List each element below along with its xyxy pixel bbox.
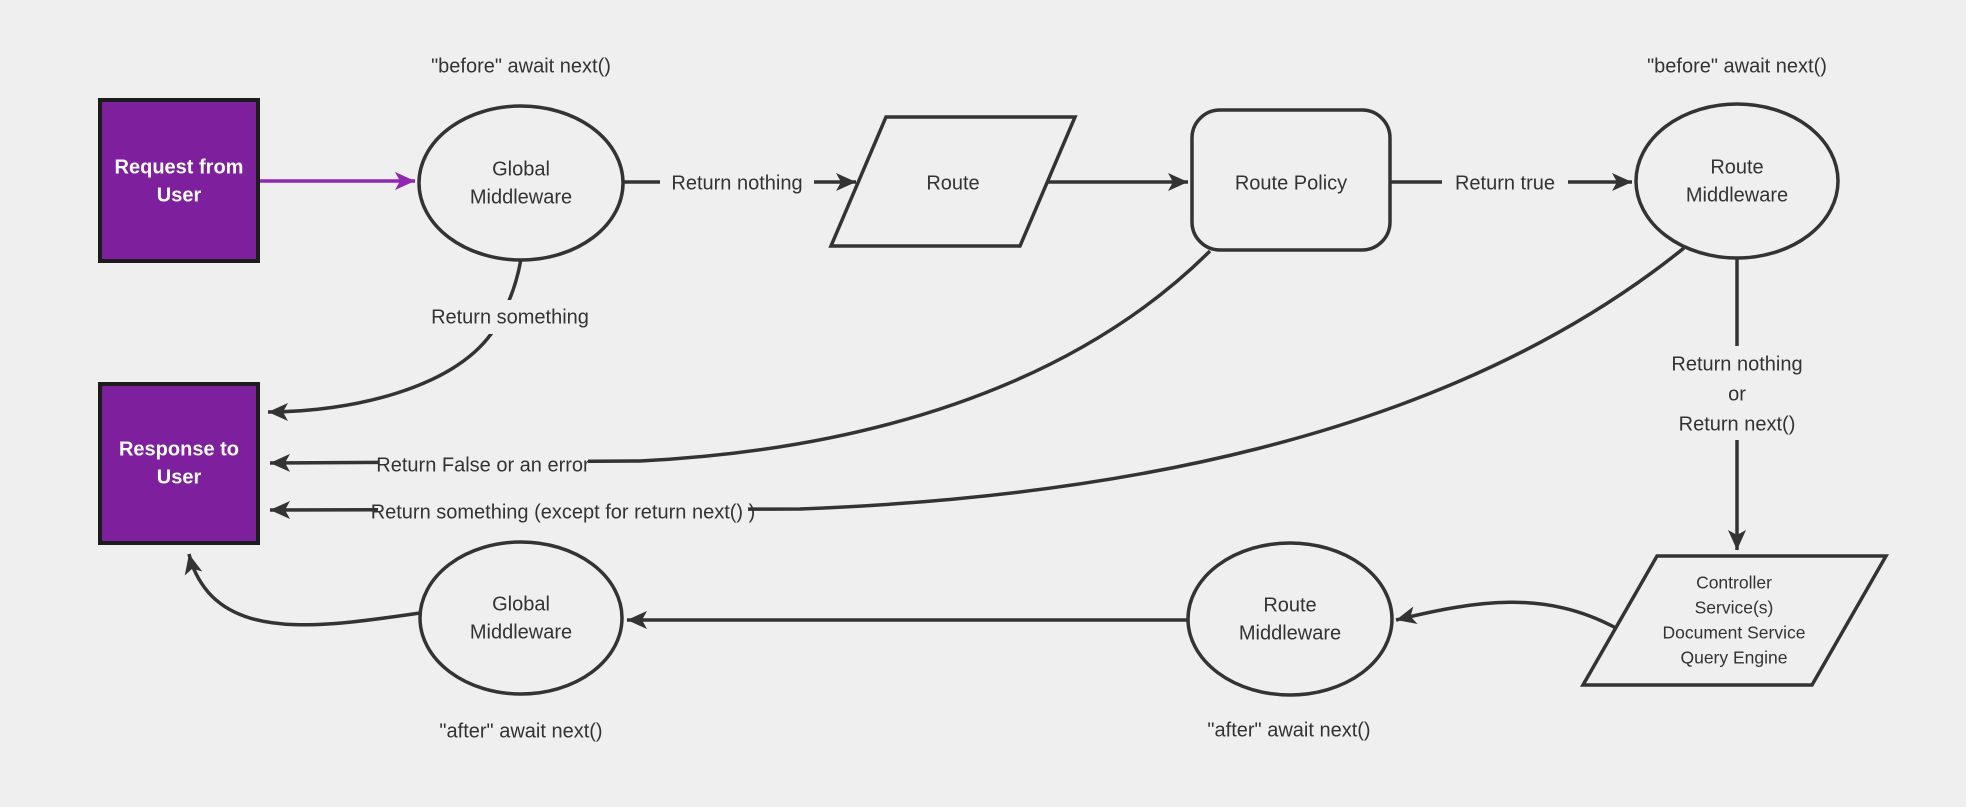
edge-label-return-nothing-or-line2: or — [1728, 383, 1746, 405]
edges — [184, 172, 1746, 630]
edge-label-return-nothing: Return nothing — [671, 172, 802, 194]
response-to-user-box — [98, 382, 260, 545]
edge-route-middleware-to-response — [269, 246, 1686, 519]
label-bg — [1650, 346, 1824, 440]
annotation-before-await-next-right: "before" await next() — [1647, 55, 1827, 77]
response-to-user-label-line1: Response to — [119, 438, 239, 460]
controller-label-line2: Service(s) — [1695, 598, 1774, 618]
edge-label-return-something: Return something — [431, 306, 589, 328]
route-middleware-bottom-ellipse — [1186, 541, 1394, 697]
label-bg — [418, 300, 602, 334]
label-bg — [1442, 166, 1568, 199]
request-from-user-label-line2: User — [157, 184, 202, 206]
route-middleware-top-ellipse — [1634, 102, 1840, 260]
route-middleware-bottom-label-line1: Route — [1263, 594, 1316, 616]
edge-labels: Return nothing Return true Return someth… — [371, 166, 1824, 528]
node-global-middleware-bottom: Global Middleware — [418, 540, 624, 696]
edge-label-return-nothing-or-line3: Return next() — [1679, 413, 1796, 435]
controller-label-line4: Query Engine — [1680, 648, 1787, 668]
node-response-to-user: Response to User — [98, 382, 260, 545]
global-middleware-top-ellipse — [417, 104, 625, 262]
global-middleware-top-label-line1: Global — [492, 158, 550, 180]
node-global-middleware-top: Global Middleware — [417, 104, 625, 262]
edge-route-policy-to-response — [269, 249, 1212, 472]
route-policy-label: Route Policy — [1235, 172, 1347, 194]
edge-label-return-something-except: Return something (except for return next… — [371, 501, 756, 523]
node-route: Route — [828, 115, 1078, 248]
controller-label-line3: Document Service — [1663, 623, 1806, 643]
node-controller-services: Controller Service(s) Document Service Q… — [1579, 554, 1890, 687]
request-from-user-box — [98, 98, 260, 263]
route-middleware-bottom-label-line2: Middleware — [1239, 622, 1341, 644]
request-from-user-label-line1: Request from — [115, 156, 244, 178]
global-middleware-bottom-ellipse — [418, 540, 624, 696]
edge-label-return-nothing-or-line1: Return nothing — [1671, 353, 1802, 375]
edge-global-middleware-bottom-to-response — [184, 553, 421, 627]
annotation-before-await-next-left: "before" await next() — [431, 55, 611, 77]
edge-global-middleware-to-response — [267, 258, 523, 421]
node-route-policy: Route Policy — [1190, 108, 1392, 252]
global-middleware-bottom-label-line2: Middleware — [470, 621, 572, 643]
route-label: Route — [926, 172, 979, 194]
node-route-middleware-top: Route Middleware — [1634, 102, 1840, 260]
annotation-after-await-next-right: "after" await next() — [1207, 719, 1370, 741]
controller-label-line1: Controller — [1696, 573, 1772, 593]
route-policy-box — [1190, 108, 1392, 252]
annotations: "before" await next() "before" await nex… — [431, 55, 1827, 742]
controller-services-parallelogram — [1579, 554, 1890, 687]
route-middleware-top-label-line2: Middleware — [1686, 184, 1788, 206]
edge-label-return-true: Return true — [1455, 172, 1555, 194]
global-middleware-bottom-label-line1: Global — [492, 593, 550, 615]
edge-controller-to-route-middleware-bottom — [1395, 600, 1617, 630]
global-middleware-top-label-line2: Middleware — [470, 186, 572, 208]
annotation-after-await-next-left: "after" await next() — [439, 720, 602, 742]
route-parallelogram — [828, 115, 1078, 248]
edge-label-return-false: Return False or an error — [376, 454, 590, 476]
response-to-user-label-line2: User — [157, 466, 202, 488]
label-bg — [378, 447, 588, 481]
label-bg — [660, 166, 814, 199]
node-route-middleware-bottom: Route Middleware — [1186, 541, 1394, 697]
label-bg — [378, 494, 748, 528]
route-middleware-top-label-line1: Route — [1710, 156, 1763, 178]
node-request-from-user: Request from User — [98, 98, 260, 263]
